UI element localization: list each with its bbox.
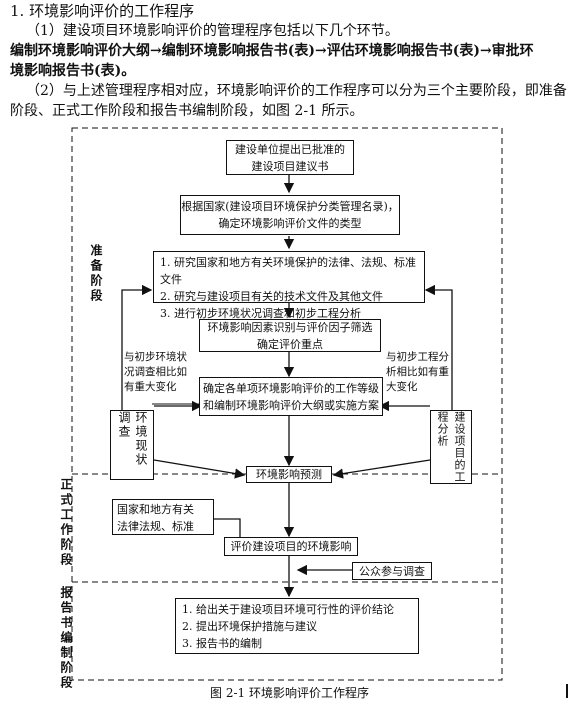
step-environment-survey-text: 环境现状调查	[117, 411, 148, 467]
stage-label-formal: 正式工作阶段	[59, 478, 73, 568]
paragraph-3-line-2: 阶段、正式工作阶段和报告书编制阶段，如图 2-1 所示。	[10, 103, 364, 119]
step-determine-document-type: 根据国家(建设项目环境保护分类管理名录)， 确定环境影响评价文件的类型	[180, 195, 400, 235]
figure-caption: 图 2-1 环境影响评价工作程序	[210, 686, 369, 700]
step-project-proposal-line-2: 建设项目建议书	[251, 159, 329, 173]
input-public-participation-text: 公众参与调查	[359, 564, 425, 578]
step-engineering-analysis: 建设项目的工程分析	[430, 410, 472, 484]
step-work-grade-line-2: 和编制环境影响评价大纲或实施方案	[203, 398, 379, 412]
note-survey-change-line-1: 与初步环境状	[124, 351, 187, 363]
section-heading: 1. 环境影响评价的工作程序	[10, 2, 195, 20]
step-impact-prediction: 环境影响预测	[246, 466, 332, 483]
step-factor-identification-line-1: 环境影响因素识别与评价因子筛选	[207, 320, 373, 334]
step-research-and-survey: 1. 研究国家和地方有关环境保护的法律、法规、标准文件 2. 研究与建设项目有关…	[153, 251, 425, 320]
note-engineering-change: 与初步工程分 析相比如有重 大变化	[386, 350, 449, 395]
input-laws-standards-line-1: 国家和地方有关	[117, 503, 194, 516]
stage-label-prep: 准备阶段	[89, 244, 103, 304]
step-work-grade-and-outline: 确定各单项环境影响评价的工作等级 和编制环境影响评价大纲或实施方案	[199, 377, 383, 416]
step-report-compilation: 1. 给出关于建设项目环境可行性的评价结论 2. 提出环境保护措施与建议 3. …	[175, 598, 419, 654]
note-survey-change-line-3: 有重大变化	[124, 381, 177, 393]
step-engineering-analysis-text: 建设项目的工程分析	[436, 411, 466, 483]
stage-label-report: 报告书编制阶段	[59, 586, 73, 691]
note-engineering-change-line-2: 析相比如有重	[386, 366, 449, 378]
step-report-item-2: 2. 提出环境保护措施与建议	[182, 620, 317, 633]
paragraph-2-line-2: 境影响报告书(表)。	[10, 63, 136, 79]
step-determine-document-type-line-2: 确定环境影响评价文件的类型	[218, 217, 362, 230]
step-work-grade-line-1: 确定各单项环境影响评价的工作等级	[203, 381, 379, 395]
input-laws-standards: 国家和地方有关 法律法规、标准	[112, 499, 214, 535]
step-environment-survey: 环境现状调查	[110, 410, 154, 480]
paragraph-3-line-1: （2）与上述管理程序相对应，环境影响评价的工作程序可以分为三个主要阶段，即准备	[26, 83, 567, 99]
step-report-item-1: 1. 给出关于建设项目环境可行性的评价结论	[182, 603, 394, 616]
step-evaluate-impact-text: 评价建设项目的环境影响	[230, 540, 352, 553]
step-research-item-1: 1. 研究国家和地方有关环境保护的法律、法规、标准文件	[160, 256, 416, 286]
step-research-item-2: 2. 研究与建设项目有关的技术文件及其他文件	[160, 290, 383, 303]
step-factor-identification-line-2: 确定评价重点	[257, 337, 323, 351]
step-determine-document-type-line-1: 根据国家(建设项目环境保护分类管理名录)，	[181, 200, 399, 213]
step-impact-prediction-text: 环境影响预测	[256, 468, 322, 481]
paragraph-1: （1）建设项目环境影响评价的管理程序包括以下几个环节。	[26, 23, 399, 39]
step-project-proposal: 建设单位提出已批准的 建设项目建议书	[226, 140, 354, 175]
paragraph-2-line-1: 编制环境影响评价大纲→编制环境影响报告书(表)→评估环境影响报告书(表)→审批环	[10, 43, 534, 59]
input-public-participation: 公众参与调查	[352, 562, 432, 580]
step-project-proposal-line-1: 建设单位提出已批准的	[235, 142, 345, 156]
step-factor-identification: 环境影响因素识别与评价因子筛选 确定评价重点	[199, 319, 381, 352]
input-laws-standards-line-2: 法律法规、标准	[117, 520, 194, 533]
step-research-item-3: 3. 进行初步环境状况调查和初步工程分析	[160, 307, 361, 320]
note-survey-change-line-2: 况调查相比如	[124, 366, 187, 378]
step-report-item-3: 3. 报告书的编制	[182, 637, 262, 650]
note-engineering-change-line-3: 大变化	[386, 381, 418, 393]
step-evaluate-impact: 评价建设项目的环境影响	[224, 537, 358, 556]
margin-mark	[566, 684, 568, 698]
note-survey-change: 与初步环境状 况调查相比如 有重大变化	[124, 350, 187, 395]
note-engineering-change-line-1: 与初步工程分	[386, 351, 449, 363]
